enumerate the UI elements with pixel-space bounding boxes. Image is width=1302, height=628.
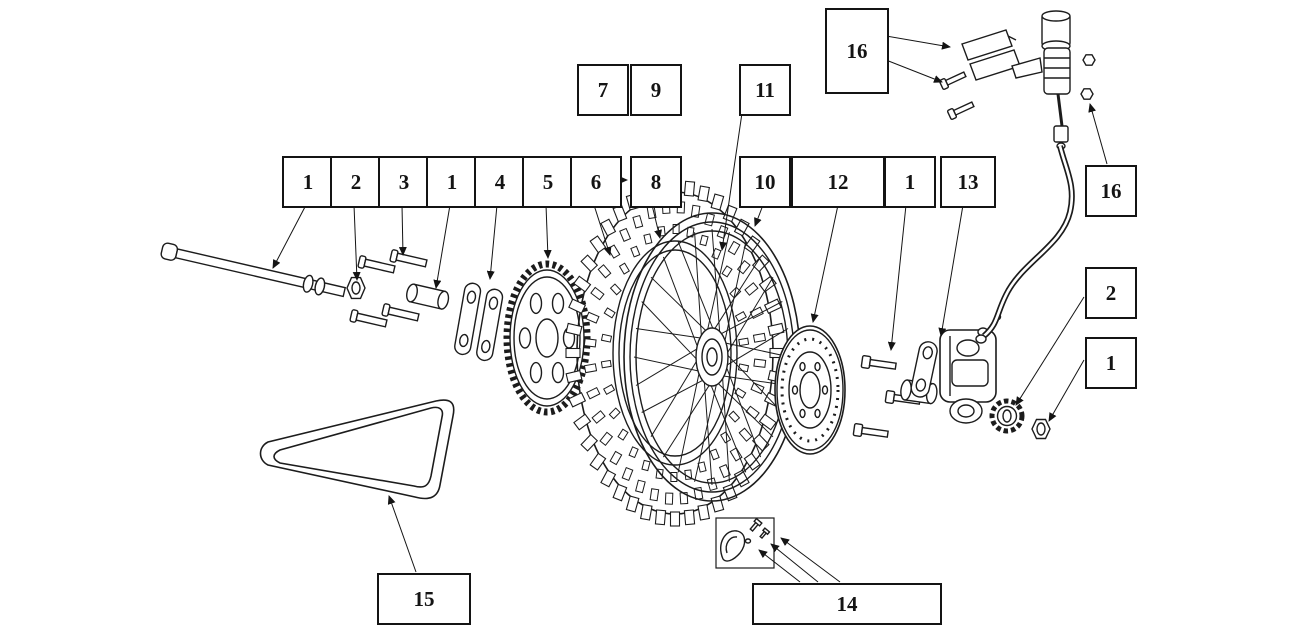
- callout-11: 11: [739, 64, 791, 116]
- callout-10-wheel: 10: [739, 156, 791, 208]
- drive-belt: [259, 399, 455, 500]
- callout-15-belt: 15: [377, 573, 471, 625]
- leader-lines: [272, 35, 1108, 583]
- sprocket-bolts: [349, 249, 428, 328]
- callout-1-end-nut: 1: [1085, 337, 1137, 389]
- callout-8: 8: [630, 156, 682, 208]
- knobby-tire: [565, 179, 785, 527]
- callout-4-plates: 4: [474, 156, 526, 208]
- axle-adjuster-nut: [346, 276, 366, 300]
- callout-1-disc-bolts: 1: [884, 156, 936, 208]
- rear-axle: [160, 242, 347, 298]
- callout-13-caliper: 13: [940, 156, 996, 208]
- caliper-bracket: [910, 341, 938, 398]
- callout-3-bolts: 3: [378, 156, 430, 208]
- callout-16-master-cylinder: 16: [1085, 165, 1137, 217]
- chain-adjuster-plates: [454, 282, 504, 362]
- callout-12-disc: 12: [791, 156, 885, 208]
- callout-2-nut: 2: [330, 156, 382, 208]
- brake-caliper: [939, 313, 1002, 424]
- rim-lock-parts: [715, 517, 775, 569]
- brake-hose: [975, 145, 1075, 344]
- rear-sprocket: [503, 260, 591, 416]
- callout-9: 9: [630, 64, 682, 116]
- callout-16-pads: 16: [825, 8, 889, 94]
- brake-disc: [774, 325, 846, 455]
- rear-master-cylinder: [1011, 10, 1096, 150]
- axle-lock-nut: [989, 398, 1025, 434]
- axle-end-nut: [1031, 418, 1051, 440]
- callout-5-sprocket: 5: [522, 156, 574, 208]
- callout-1-spacer: 1: [426, 156, 478, 208]
- exploded-drawing: [160, 10, 1096, 569]
- callout-7: 7: [577, 64, 629, 116]
- callout-6-tire: 6: [570, 156, 622, 208]
- axle-spacer: [406, 283, 450, 310]
- brake-pads: [938, 29, 1021, 121]
- callout-2-lock-nut: 2: [1085, 267, 1137, 319]
- callout-14-rim-lock: 14: [752, 583, 942, 625]
- callout-1-axle: 1: [282, 156, 334, 208]
